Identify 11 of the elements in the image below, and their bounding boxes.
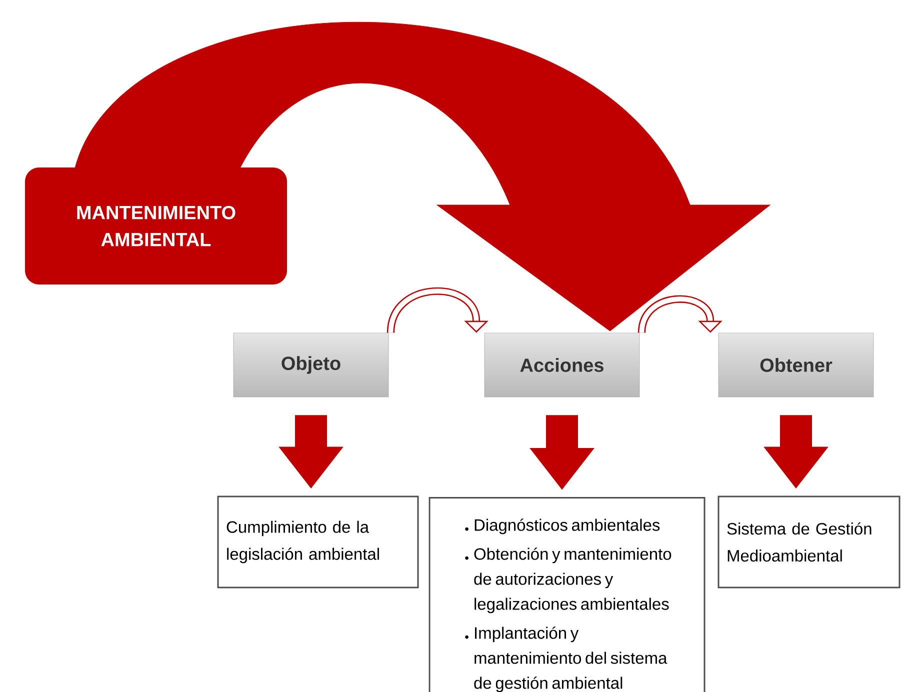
- node-label: MANTENIMIENTO AMBIENTAL: [77, 206, 236, 246]
- category-box: Obtener: [718, 332, 874, 398]
- bullet-list-box: Diagnósticos ambientales Obtención y mantenimiento de autorizaciones y legalizaciones ambientales Implantación y mantenimiento del sistema de gestión ambiental: [428, 496, 706, 692]
- curved-arrow: [74, 22, 770, 332]
- category-box: Objeto: [233, 332, 389, 398]
- result-box: Cumplimiento de la legislación ambiental: [217, 496, 419, 588]
- curved-arrow: [638, 295, 722, 334]
- curved-arrow: [386, 287, 488, 334]
- title-box: MANTENIMIENTO AMBIENTAL: [25, 167, 287, 284]
- result-box: Sistema de Gestión Medioambiental: [718, 496, 900, 588]
- category-box: Acciones: [484, 332, 640, 398]
